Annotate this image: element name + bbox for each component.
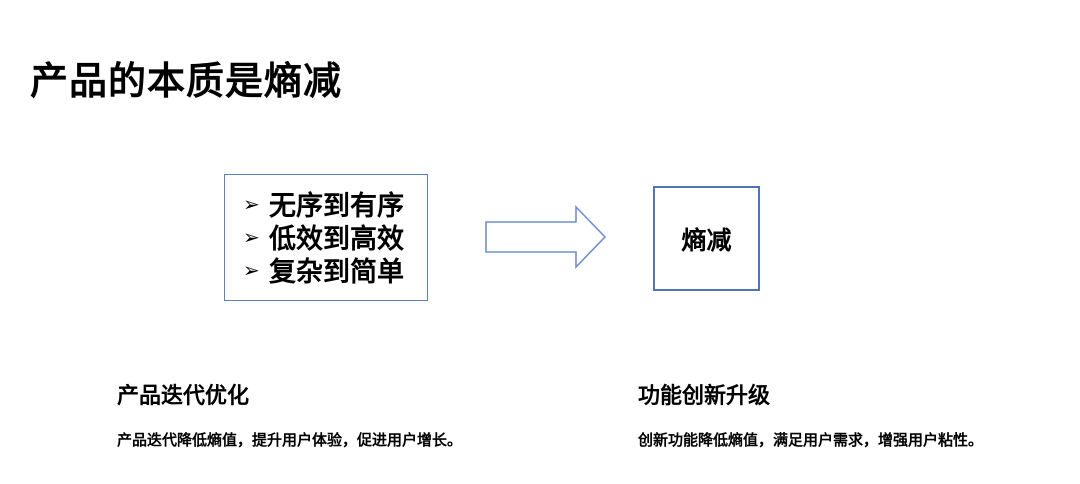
left-section-title: 产品迭代优化	[117, 384, 250, 409]
left-section-desc: 产品迭代降低熵值，提升用户体验，促进用户增长。	[117, 431, 463, 449]
principle-item: ➢ 无序到有序	[243, 187, 427, 222]
principle-text: 低效到高效	[269, 224, 404, 255]
right-section-title: 功能创新升级	[638, 384, 771, 409]
principle-item: ➢ 低效到高效	[243, 220, 427, 255]
arrow-bullet-icon: ➢	[243, 257, 260, 282]
principle-item: ➢ 复杂到简单	[243, 253, 427, 288]
arrow-bullet-icon: ➢	[243, 224, 260, 249]
right-arrow-icon	[485, 205, 607, 269]
arrow-shape	[485, 205, 607, 269]
principle-text: 复杂到简单	[269, 257, 404, 288]
result-box: 熵减	[653, 186, 760, 291]
arrow-bullet-icon: ➢	[243, 191, 260, 216]
right-section-desc: 创新功能降低熵值，满足用户需求，增强用户粘性。	[638, 431, 984, 449]
principles-box: ➢ 无序到有序 ➢ 低效到高效 ➢ 复杂到简单	[224, 174, 428, 301]
result-text: 熵减	[681, 225, 732, 255]
page-title: 产品的本质是熵减	[30, 59, 343, 103]
principle-text: 无序到有序	[269, 191, 404, 222]
